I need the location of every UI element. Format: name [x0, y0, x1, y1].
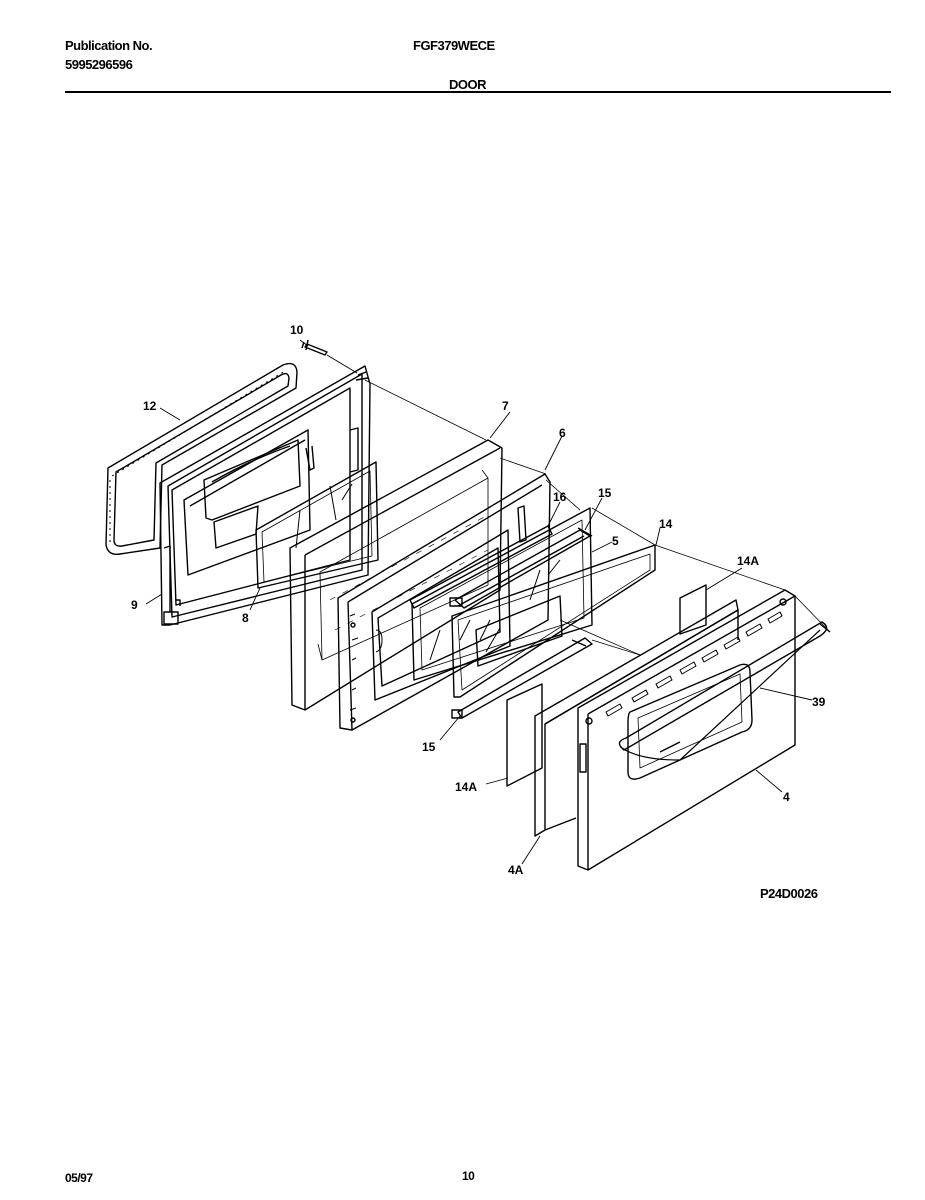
outer-glass-part-14 [451, 544, 656, 698]
model-number: FGF379WECE [413, 38, 495, 53]
callout-5: 5 [612, 534, 619, 548]
inner-door-frame-part-9 [159, 365, 371, 626]
publication-number: 5995296596 [65, 57, 133, 72]
leader-10 [299, 339, 309, 347]
callout-15-upper: 15 [598, 486, 612, 500]
leader-8 [249, 587, 261, 611]
callout-14a-lower: 14A [455, 780, 477, 794]
door-liner-part-4a [534, 599, 739, 837]
door-gasket-part-12 [105, 362, 298, 555]
callout-16: 16 [553, 490, 567, 504]
callout-7: 7 [502, 399, 509, 413]
leader-12 [159, 407, 181, 421]
leader-5 [591, 541, 613, 553]
leader-9 [145, 593, 163, 605]
leader-15-lower [439, 715, 461, 741]
leader-4 [755, 769, 783, 793]
glass-bracket-lower-part-15 [451, 637, 593, 719]
insulation-pad-lower-part-14a [506, 683, 543, 787]
callout-39: 39 [812, 695, 826, 709]
leader-14a-upper [705, 567, 743, 591]
leader-16 [547, 501, 561, 527]
callout-6: 6 [559, 426, 566, 440]
page-number: 10 [462, 1169, 475, 1183]
leader-6 [544, 435, 563, 471]
callout-4a: 4A [508, 863, 524, 877]
door-handle-part-39 [618, 621, 831, 761]
leader-14a-lower [485, 777, 509, 785]
callout-14: 14 [659, 517, 673, 531]
callout-15-lower: 15 [422, 740, 436, 754]
callout-4: 4 [783, 790, 790, 804]
header-rule [65, 91, 891, 93]
leader-15-upper [584, 497, 603, 531]
callout-14a-upper: 14A [737, 554, 759, 568]
callout-9: 9 [131, 598, 138, 612]
callout-12: 12 [143, 399, 157, 413]
leader-7 [489, 411, 511, 439]
inner-glass-part-8 [255, 461, 379, 589]
publication-label: Publication No. [65, 38, 153, 53]
outer-door-panel-part-4 [577, 589, 796, 871]
callout-8: 8 [242, 611, 249, 625]
leader-14 [655, 527, 661, 546]
insulation-pad-upper-part-14a [679, 584, 707, 635]
section-title: DOOR [449, 77, 487, 92]
footer-date: 05/97 [65, 1171, 93, 1185]
window-glass-part-5 [411, 507, 593, 681]
callout-10: 10 [290, 323, 304, 337]
insulation-part-7 [289, 439, 503, 711]
door-panel-part-6 [337, 473, 551, 731]
leader-39 [759, 687, 813, 701]
drawing-code: P24D0026 [760, 886, 818, 901]
leader-4a [521, 835, 541, 865]
screw-part-10 [301, 339, 358, 374]
